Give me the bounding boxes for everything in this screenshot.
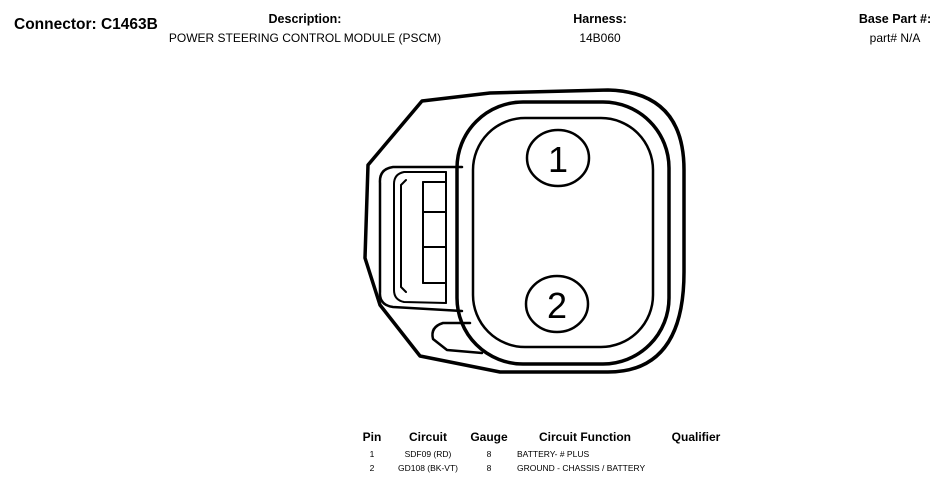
harness-block: Harness: 14B060 (555, 12, 645, 45)
circuit-function: GROUND - CHASSIS / BATTERY (517, 463, 646, 473)
pin-number: 1 (369, 449, 375, 459)
connector-latch (378, 165, 464, 313)
header-qualifier: Qualifier (671, 430, 721, 444)
description-value: POWER STEERING CONTROL MODULE (PSCM) (168, 31, 442, 45)
base-part-block: Base Part #: part# N/A (845, 12, 944, 45)
connector-latch-tab (400, 179, 407, 293)
wire-gauge: 8 (486, 463, 492, 473)
header-gauge: Gauge (470, 430, 508, 444)
circuit-id: SDF09 (RD) (404, 449, 452, 459)
pin-table: Pin Circuit Gauge Circuit Function Quali… (357, 430, 731, 477)
pin-table-header-row: Pin Circuit Gauge Circuit Function Quali… (357, 430, 731, 449)
pin-1-label: 1 (548, 139, 568, 180)
table-row: 1 SDF09 (RD) 8 BATTERY- # PLUS (357, 449, 731, 463)
pin-2-label: 2 (547, 285, 567, 326)
connector-seal-inner (471, 116, 655, 349)
header-circuit-function: Circuit Function (539, 430, 631, 444)
base-part-label: Base Part #: (858, 12, 932, 26)
circuit-function: BATTERY- # PLUS (517, 449, 590, 459)
connector-seal-outer (455, 100, 671, 366)
wire-gauge: 8 (486, 449, 492, 459)
header-pin: Pin (362, 430, 382, 444)
pin-2-cavity (524, 274, 590, 334)
harness-label: Harness: (573, 12, 627, 26)
circuit-id: GD108 (BK-VT) (398, 463, 458, 473)
pin-1-cavity (525, 128, 591, 188)
harness-value: 14B060 (579, 31, 621, 45)
base-part-value: part# N/A (869, 31, 921, 45)
pin-number: 2 (369, 463, 375, 473)
qualifier (661, 463, 731, 477)
polarization-key (431, 321, 484, 355)
header-circuit: Circuit (408, 430, 447, 444)
connector-title: Connector: C1463B (14, 16, 158, 33)
table-row: 2 GD108 (BK-VT) 8 GROUND - CHASSIS / BAT… (357, 463, 731, 477)
connector-latch-inner (393, 171, 447, 304)
qualifier (661, 449, 731, 463)
connector-housing-outline (363, 88, 686, 374)
description-label: Description: (268, 12, 342, 26)
description-block: Description: POWER STEERING CONTROL MODU… (167, 12, 443, 45)
